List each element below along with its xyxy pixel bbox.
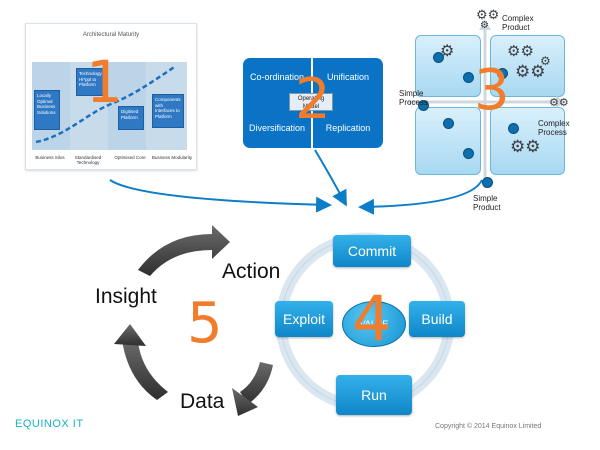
gear-icon: ⚙⚙ [507, 43, 534, 60]
gear-icon: ⚙⚙ [549, 97, 569, 109]
gear-icon: ⚙⚙ [510, 137, 541, 156]
gear-icon: ⚙ [480, 20, 489, 31]
word-insight: Insight [95, 285, 157, 308]
word-data: Data [180, 390, 225, 413]
quadrant-coordination: Co-ordination [243, 58, 311, 96]
callout-2: Technology Hi*ppt to Platform [76, 68, 106, 96]
value-center: VALUE [342, 301, 406, 347]
copyright-text: Copyright © 2014 Equinox Limited [435, 423, 542, 430]
quadrant-top-left [415, 35, 481, 97]
stage-label: Standardised Technology [74, 155, 102, 165]
word-action: Action [222, 260, 281, 283]
marker-dot [418, 100, 429, 111]
marker-dot [482, 177, 493, 188]
callout-4: Components with Interfaces to Platform [152, 94, 184, 128]
cycle-arrows [114, 225, 273, 416]
marker-dot [443, 118, 454, 129]
number-5: 5 [187, 291, 223, 356]
quadrant-bottom-right [490, 107, 565, 175]
step-build: Build [409, 301, 465, 337]
step-run: Run [336, 375, 412, 415]
number-4: 4 [352, 282, 392, 355]
callout-3: Digitised Platform [118, 106, 144, 130]
stage-label: Optimised Core [114, 155, 146, 160]
panel1-title: Architectural Maturity [82, 32, 140, 38]
simple-process-label: Simple Process [399, 89, 428, 107]
equinox-logo: EQUINOX IT [15, 418, 84, 430]
complex-process-label: Complex Process [538, 119, 570, 137]
marker-dot [463, 148, 474, 159]
architectural-maturity-panel: Architectural Maturity Locally Optimal B… [25, 23, 197, 170]
marker-dot [433, 52, 444, 63]
gear-icon: ⚙⚙ [515, 62, 546, 81]
number-1: 1 [86, 48, 123, 116]
quadrant-top-right [490, 35, 565, 97]
gear-icon: ⚙ [440, 43, 455, 60]
stage-label: Business Modularity [151, 155, 193, 160]
complex-product-label: Complex Product [502, 14, 534, 32]
simple-product-label: Simple Product [473, 194, 501, 212]
axes [408, 20, 566, 188]
number-2: 2 [295, 67, 331, 132]
quadrant-replication: Replication [313, 108, 383, 148]
marker-dot [508, 123, 519, 134]
marker-dot [463, 72, 474, 83]
step-commit: Commit [333, 235, 411, 267]
quadrant-unification: Unification [313, 58, 383, 96]
quadrant-diversification: Diversification [243, 108, 311, 148]
callout-1: Locally Optimal Business Solutions [34, 90, 60, 130]
gear-icon: ⚙ [540, 54, 551, 68]
gear-icon: ⚙⚙ [476, 7, 500, 22]
stage-label: Business Silos [35, 155, 65, 160]
marker-dot [497, 68, 508, 79]
step-exploit: Exploit [275, 301, 333, 337]
operating-model-label: Operating Model [289, 93, 333, 111]
number-3: 3 [474, 58, 510, 123]
